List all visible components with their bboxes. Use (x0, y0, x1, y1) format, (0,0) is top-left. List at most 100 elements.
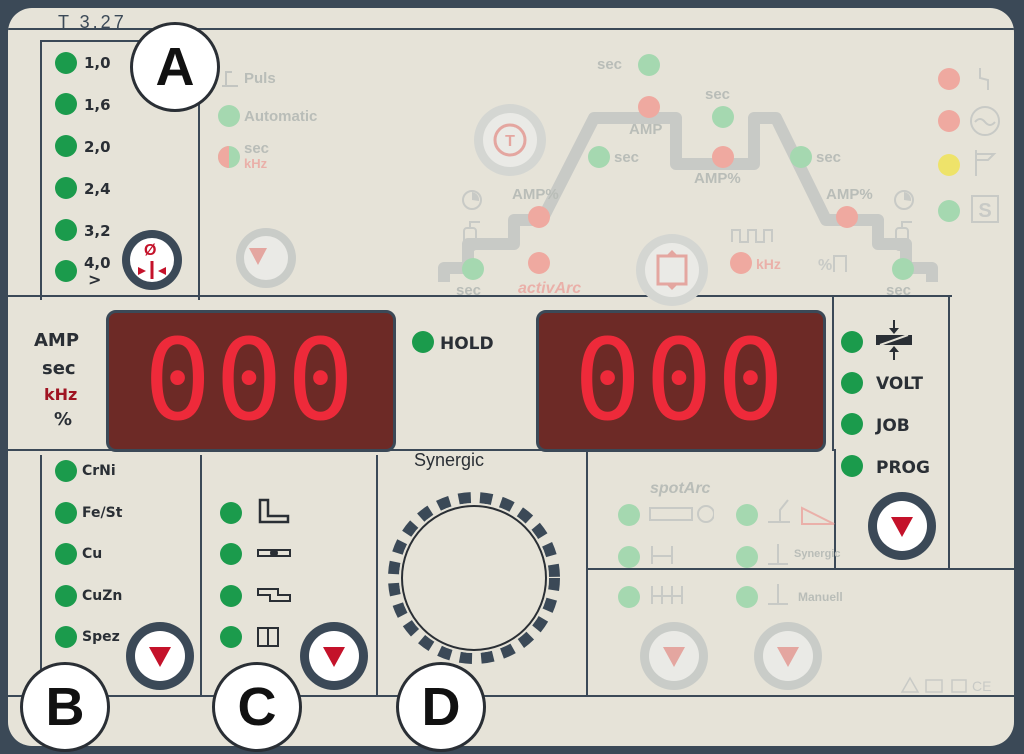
box-c-right (376, 455, 378, 695)
led-job[interactable] (841, 413, 863, 435)
led-curve-amp[interactable] (638, 96, 660, 118)
material-select-button[interactable] (126, 622, 194, 690)
led-diameter-2-4[interactable] (55, 177, 77, 199)
led-sec-khz[interactable] (217, 145, 241, 169)
led-curve-sec-bottom-left[interactable] (462, 258, 484, 280)
callout-badge-a: A (130, 22, 220, 112)
led-curve-amp-pct-left[interactable] (528, 206, 550, 228)
thickness-icon (876, 320, 912, 360)
label-khz: kHz (244, 156, 268, 171)
spot-select-button-right[interactable] (754, 622, 822, 690)
label-job: JOB (876, 416, 910, 436)
model-label: T 3.27 (58, 12, 127, 32)
led-weld-lap[interactable] (220, 585, 242, 607)
svg-text:CE: CE (972, 678, 991, 694)
curve-label-amp-pct-left: AMP% (512, 186, 559, 203)
cycle-icon[interactable] (632, 230, 712, 310)
box-b-left (40, 455, 42, 695)
led-diameter-3-2[interactable] (55, 219, 77, 241)
flag-icon (975, 150, 997, 176)
led-material-spez[interactable] (55, 626, 77, 648)
led-volt[interactable] (841, 372, 863, 394)
unit-amp: AMP (34, 330, 80, 351)
led-material-crni[interactable] (55, 460, 77, 482)
led-manual-mode[interactable] (736, 586, 758, 608)
led-weld-butt[interactable] (220, 543, 242, 565)
led-curve-khz[interactable] (730, 252, 752, 274)
unit-percent: % (54, 409, 73, 430)
led-curve-sec-top[interactable] (638, 54, 660, 76)
led-automatic[interactable] (218, 105, 240, 127)
label-diameter-4-0: 4,0 (84, 254, 111, 272)
led-material-fe-st[interactable] (55, 502, 77, 524)
label-material-spez: Spez (82, 629, 120, 645)
mode-select-button[interactable] (236, 228, 296, 288)
led-synergic-mode[interactable] (736, 546, 758, 568)
led-diameter-4-0[interactable] (55, 260, 77, 282)
percent-pulse-icon: % (818, 255, 847, 274)
led-spot-pulse[interactable] (618, 586, 640, 608)
label-prog: PROG (876, 458, 930, 478)
ramp-icon (801, 506, 835, 525)
clock-icon (462, 190, 482, 210)
curve-label-amp-pct-mid: AMP% (694, 170, 741, 187)
led-curve-sec-mid[interactable] (712, 106, 734, 128)
knob-icon[interactable] (386, 480, 576, 670)
led-weld-fillet[interactable] (220, 502, 242, 524)
curve-label-khz: kHz (756, 256, 781, 272)
led-diameter-2-0[interactable] (55, 135, 77, 157)
led-thickness[interactable] (841, 331, 863, 353)
unit-sec: sec (42, 358, 76, 379)
left-display: 000 (106, 310, 396, 452)
led-spot-arc[interactable] (618, 504, 640, 526)
led-curve-sec-left[interactable] (588, 146, 610, 168)
tig-icon[interactable]: T (470, 100, 550, 180)
led-curve-sec-right[interactable] (790, 146, 812, 168)
led-material-cuzn[interactable] (55, 585, 77, 607)
gas-preflow-icon (463, 221, 480, 251)
corner-weld-icon (257, 627, 279, 647)
led-diameter-1-0[interactable] (55, 52, 77, 74)
label-synergic-small: Synergic (794, 548, 841, 560)
led-diameter-1-6[interactable] (55, 93, 77, 115)
led-active-arc[interactable] (528, 252, 550, 274)
curve-label-sec-bottom-right: sec (886, 282, 912, 299)
gas-postflow-icon (895, 221, 912, 251)
label-material-fe-st: Fe/St (82, 505, 123, 521)
box-a-top (40, 40, 200, 42)
label-diameter-greater: > (88, 270, 102, 289)
callout-a-text: A (155, 37, 195, 97)
weld-type-select-button[interactable] (300, 622, 368, 690)
divider-knob-right (586, 449, 588, 695)
led-curve-sec-bottom-right[interactable] (892, 258, 914, 280)
curve-label-sec-mid: sec (705, 86, 731, 103)
label-material-crni: CrNi (82, 463, 116, 479)
led-synergic-torch[interactable] (736, 504, 758, 526)
diameter-select-button[interactable]: Ø (122, 230, 182, 290)
led-curve-amp-pct-right[interactable] (836, 206, 858, 228)
led-prog[interactable] (841, 455, 863, 477)
clock-icon-right (894, 190, 914, 210)
callout-badge-c: C (212, 662, 302, 752)
led-safety (938, 200, 960, 222)
lightning-icon (979, 68, 989, 90)
led-fault-temperature (938, 110, 960, 132)
led-warning (938, 154, 960, 176)
label-manuell: Manuell (798, 590, 843, 604)
spot-select-button-left[interactable] (640, 622, 708, 690)
led-material-cu[interactable] (55, 543, 77, 565)
curve-label-amp: AMP (629, 121, 663, 138)
callout-d-text: D (421, 677, 461, 737)
label-hold: HOLD (440, 334, 494, 354)
s-symbol-icon: S (971, 195, 999, 223)
label-diameter-3-2: 3,2 (84, 222, 111, 240)
label-spot-arc: spotArc (650, 480, 711, 497)
parameter-select-button[interactable] (868, 492, 936, 560)
label-sec: sec (244, 140, 270, 157)
led-spot-interval[interactable] (618, 546, 640, 568)
svg-text:S: S (978, 200, 991, 222)
led-weld-corner[interactable] (220, 626, 242, 648)
led-curve-amp-pct-mid[interactable] (712, 146, 734, 168)
callout-badge-b: B (20, 662, 110, 752)
curve-label-sec-bottom-left: sec (456, 282, 482, 299)
